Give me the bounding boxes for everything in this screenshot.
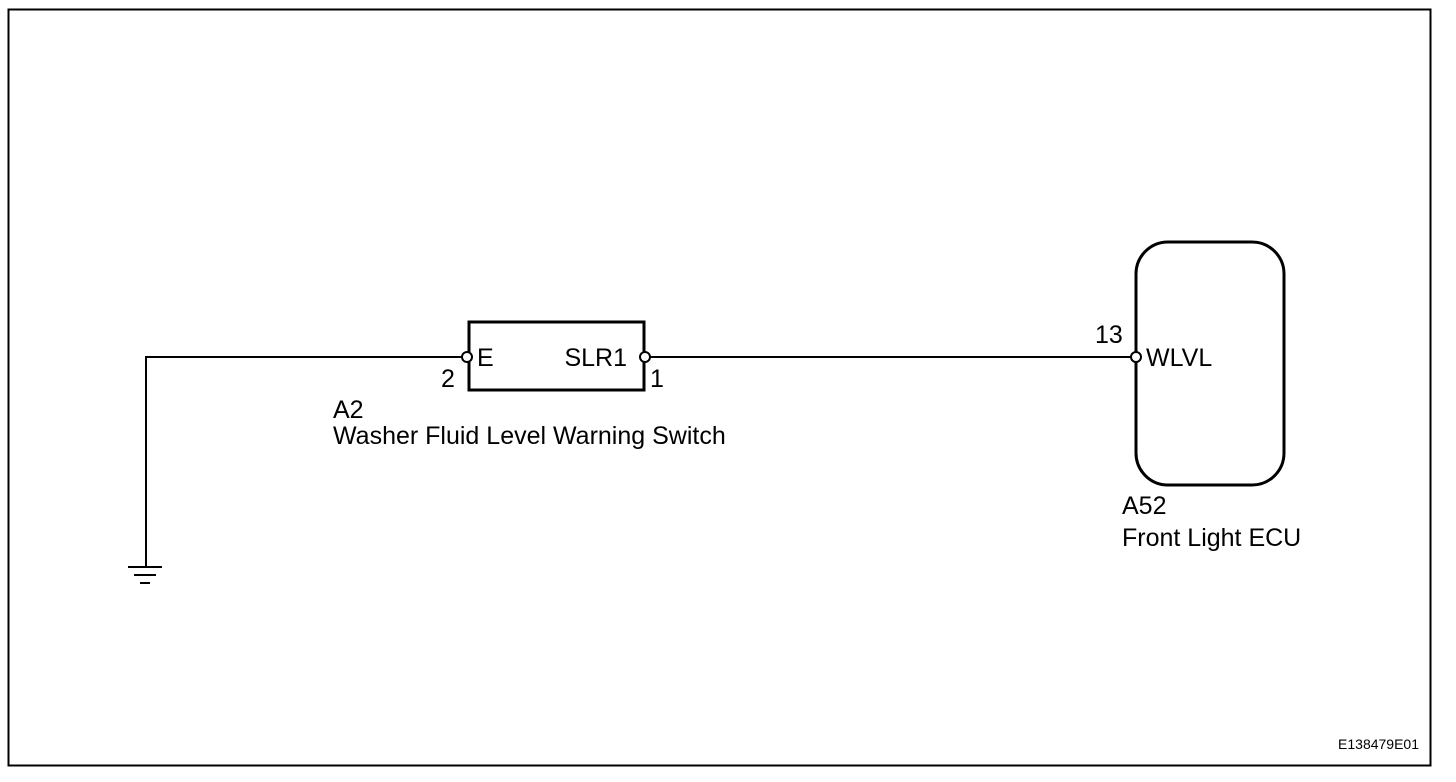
diagram-frame: [7, 8, 1432, 767]
terminal-e-icon: [461, 351, 473, 363]
pin-13-label: 13: [1095, 321, 1123, 349]
switch-connector-code: A2: [333, 396, 364, 424]
pin-1-label: 1: [650, 365, 664, 393]
front-light-ecu-box: [1134, 240, 1286, 487]
ground-wire: [145, 356, 462, 567]
ecu-connector-code: A52: [1122, 492, 1166, 520]
terminal-slr1-label: SLR1: [564, 344, 627, 372]
ground-icon: [128, 566, 162, 584]
terminal-wlvl-label: WLVL: [1146, 344, 1212, 372]
pin-2-label: 2: [441, 365, 455, 393]
switch-name: Washer Fluid Level Warning Switch: [333, 422, 726, 450]
terminal-slr1-icon: [639, 351, 651, 363]
figure-id: E138479E01: [1338, 736, 1419, 752]
terminal-e-label: E: [477, 344, 494, 372]
terminal-wlvl-icon: [1130, 351, 1142, 363]
ecu-name: Front Light ECU: [1122, 524, 1301, 552]
